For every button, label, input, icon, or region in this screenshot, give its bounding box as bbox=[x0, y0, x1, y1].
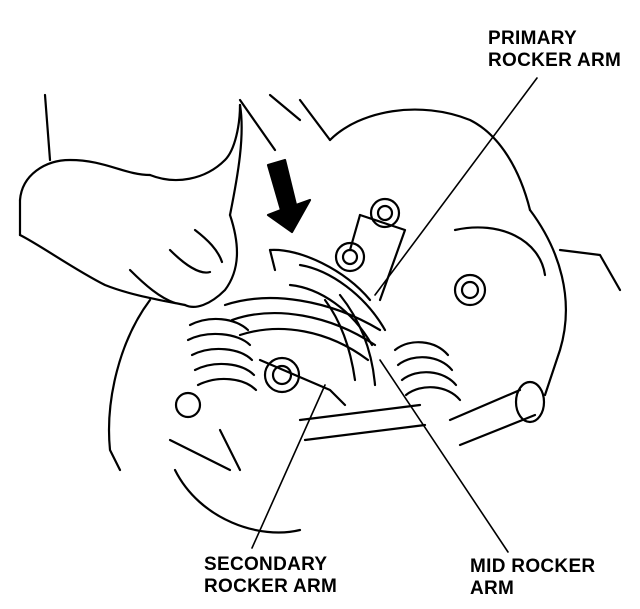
rocker-arm-assembly bbox=[223, 213, 407, 407]
bolt-right bbox=[453, 273, 487, 307]
bolt-middle bbox=[334, 241, 366, 273]
valve-spring-right bbox=[393, 341, 462, 402]
engine-head-outline bbox=[107, 93, 622, 534]
label-primary-line-1: PRIMARY bbox=[488, 28, 578, 49]
label-primary-rocker-arm: PRIMARY ROCKER ARM bbox=[488, 28, 621, 72]
bolt-lower bbox=[263, 356, 301, 394]
valve-spring-left bbox=[186, 317, 258, 392]
label-mid-line-2: ARM bbox=[470, 578, 515, 599]
bolt-upper bbox=[369, 197, 401, 229]
label-primary-line-2: ROCKER ARM bbox=[488, 50, 622, 71]
press-down-arrow-icon bbox=[266, 158, 312, 234]
camshaft-tube bbox=[448, 380, 546, 447]
label-mid-rocker-arm: MID ROCKER ARM bbox=[470, 556, 595, 600]
label-secondary-rocker-arm: SECONDARY ROCKER ARM bbox=[204, 554, 337, 598]
label-secondary-line-2: ROCKER ARM bbox=[204, 576, 338, 597]
rocker-shaft bbox=[168, 403, 427, 472]
leader-lines bbox=[251, 77, 538, 553]
hand bbox=[18, 93, 243, 308]
label-mid-line-1: MID ROCKER bbox=[470, 556, 596, 577]
label-secondary-line-1: SECONDARY bbox=[204, 554, 328, 575]
bolt-left bbox=[174, 391, 202, 419]
